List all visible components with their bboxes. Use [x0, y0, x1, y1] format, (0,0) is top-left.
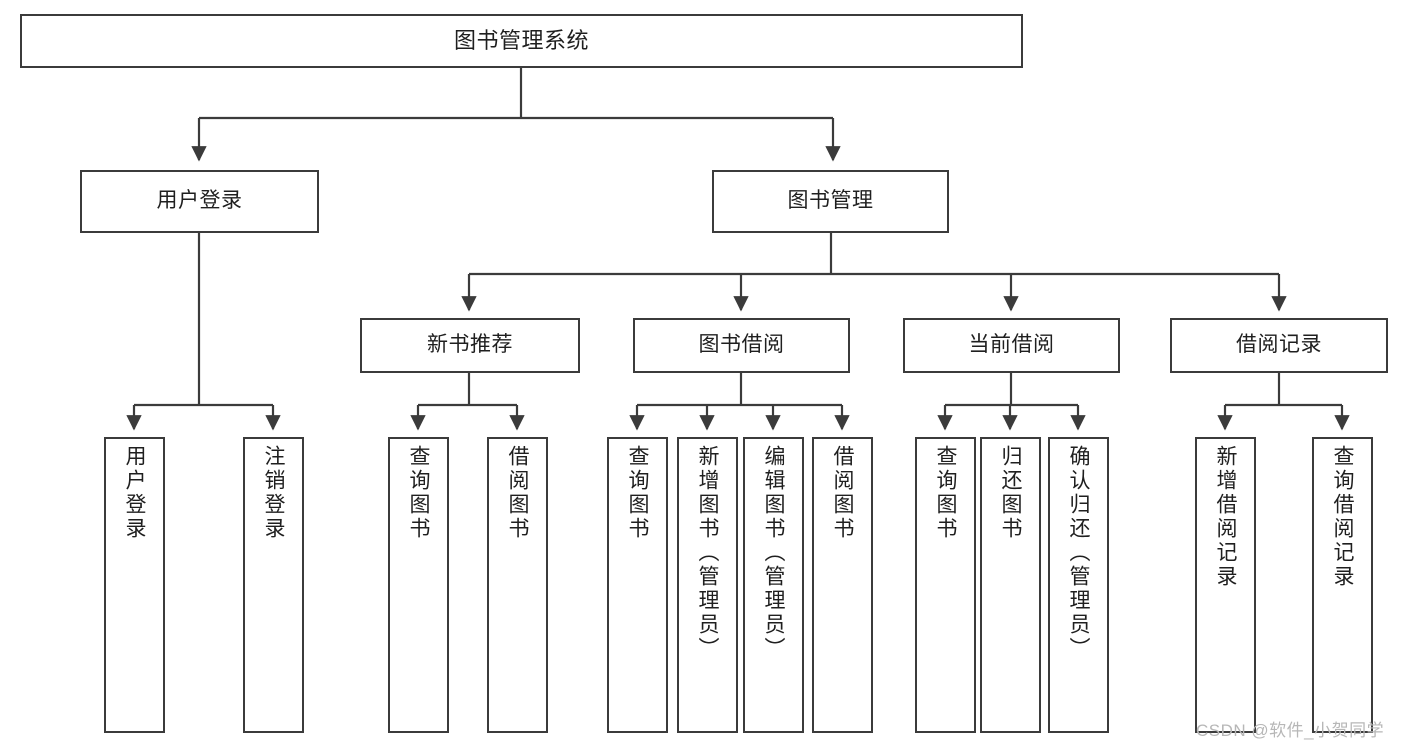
- node-book-borrow[interactable]: 图书借阅: [633, 318, 850, 373]
- leaf-borrow-book-recommend-label: 借阅图书: [506, 445, 529, 541]
- node-new-book-recommend-label: 新书推荐: [427, 333, 513, 357]
- leaf-query-book-current[interactable]: 查询图书: [915, 437, 976, 733]
- leaf-user-login[interactable]: 用户登录: [104, 437, 165, 733]
- leaf-return-book[interactable]: 归还图书: [980, 437, 1041, 733]
- node-borrow-record[interactable]: 借阅记录: [1170, 318, 1388, 373]
- leaf-query-record[interactable]: 查询借阅记录: [1312, 437, 1373, 733]
- node-book-manage[interactable]: 图书管理: [712, 170, 949, 233]
- leaf-add-book-label: 新增图书（管理员）: [696, 445, 719, 661]
- leaf-add-record[interactable]: 新增借阅记录: [1195, 437, 1256, 733]
- leaf-query-record-label: 查询借阅记录: [1331, 445, 1354, 589]
- leaf-edit-book-label: 编辑图书（管理员）: [762, 445, 785, 661]
- leaf-borrow-book-recommend[interactable]: 借阅图书: [487, 437, 548, 733]
- node-root-label: 图书管理系统: [453, 28, 589, 54]
- node-root[interactable]: 图书管理系统: [20, 14, 1023, 68]
- leaf-user-login-label: 用户登录: [123, 445, 146, 541]
- leaf-return-book-label: 归还图书: [999, 445, 1022, 541]
- leaf-query-book-recommend-label: 查询图书: [407, 445, 430, 541]
- node-user-login-label: 用户登录: [156, 189, 243, 213]
- leaf-add-record-label: 新增借阅记录: [1214, 445, 1237, 589]
- leaf-query-book-recommend[interactable]: 查询图书: [388, 437, 449, 733]
- node-user-login[interactable]: 用户登录: [80, 170, 319, 233]
- leaf-query-book-borrow[interactable]: 查询图书: [607, 437, 668, 733]
- leaf-logout-label: 注销登录: [262, 445, 285, 541]
- leaf-confirm-return[interactable]: 确认归还（管理员）: [1048, 437, 1109, 733]
- leaf-add-book[interactable]: 新增图书（管理员）: [677, 437, 738, 733]
- leaf-confirm-return-label: 确认归还（管理员）: [1067, 445, 1090, 661]
- leaf-borrow-book-label: 借阅图书: [831, 445, 854, 541]
- leaf-logout[interactable]: 注销登录: [243, 437, 304, 733]
- node-current-borrow[interactable]: 当前借阅: [903, 318, 1120, 373]
- leaf-query-book-current-label: 查询图书: [934, 445, 957, 541]
- node-book-manage-label: 图书管理: [787, 189, 874, 213]
- leaf-edit-book[interactable]: 编辑图书（管理员）: [743, 437, 804, 733]
- node-borrow-record-label: 借阅记录: [1236, 333, 1322, 357]
- node-current-borrow-label: 当前借阅: [968, 333, 1055, 357]
- node-new-book-recommend[interactable]: 新书推荐: [360, 318, 580, 373]
- node-book-borrow-label: 图书借阅: [698, 333, 785, 357]
- watermark: CSDN @软件_小贺同学: [1196, 721, 1385, 740]
- leaf-query-book-borrow-label: 查询图书: [626, 445, 649, 541]
- leaf-borrow-book[interactable]: 借阅图书: [812, 437, 873, 733]
